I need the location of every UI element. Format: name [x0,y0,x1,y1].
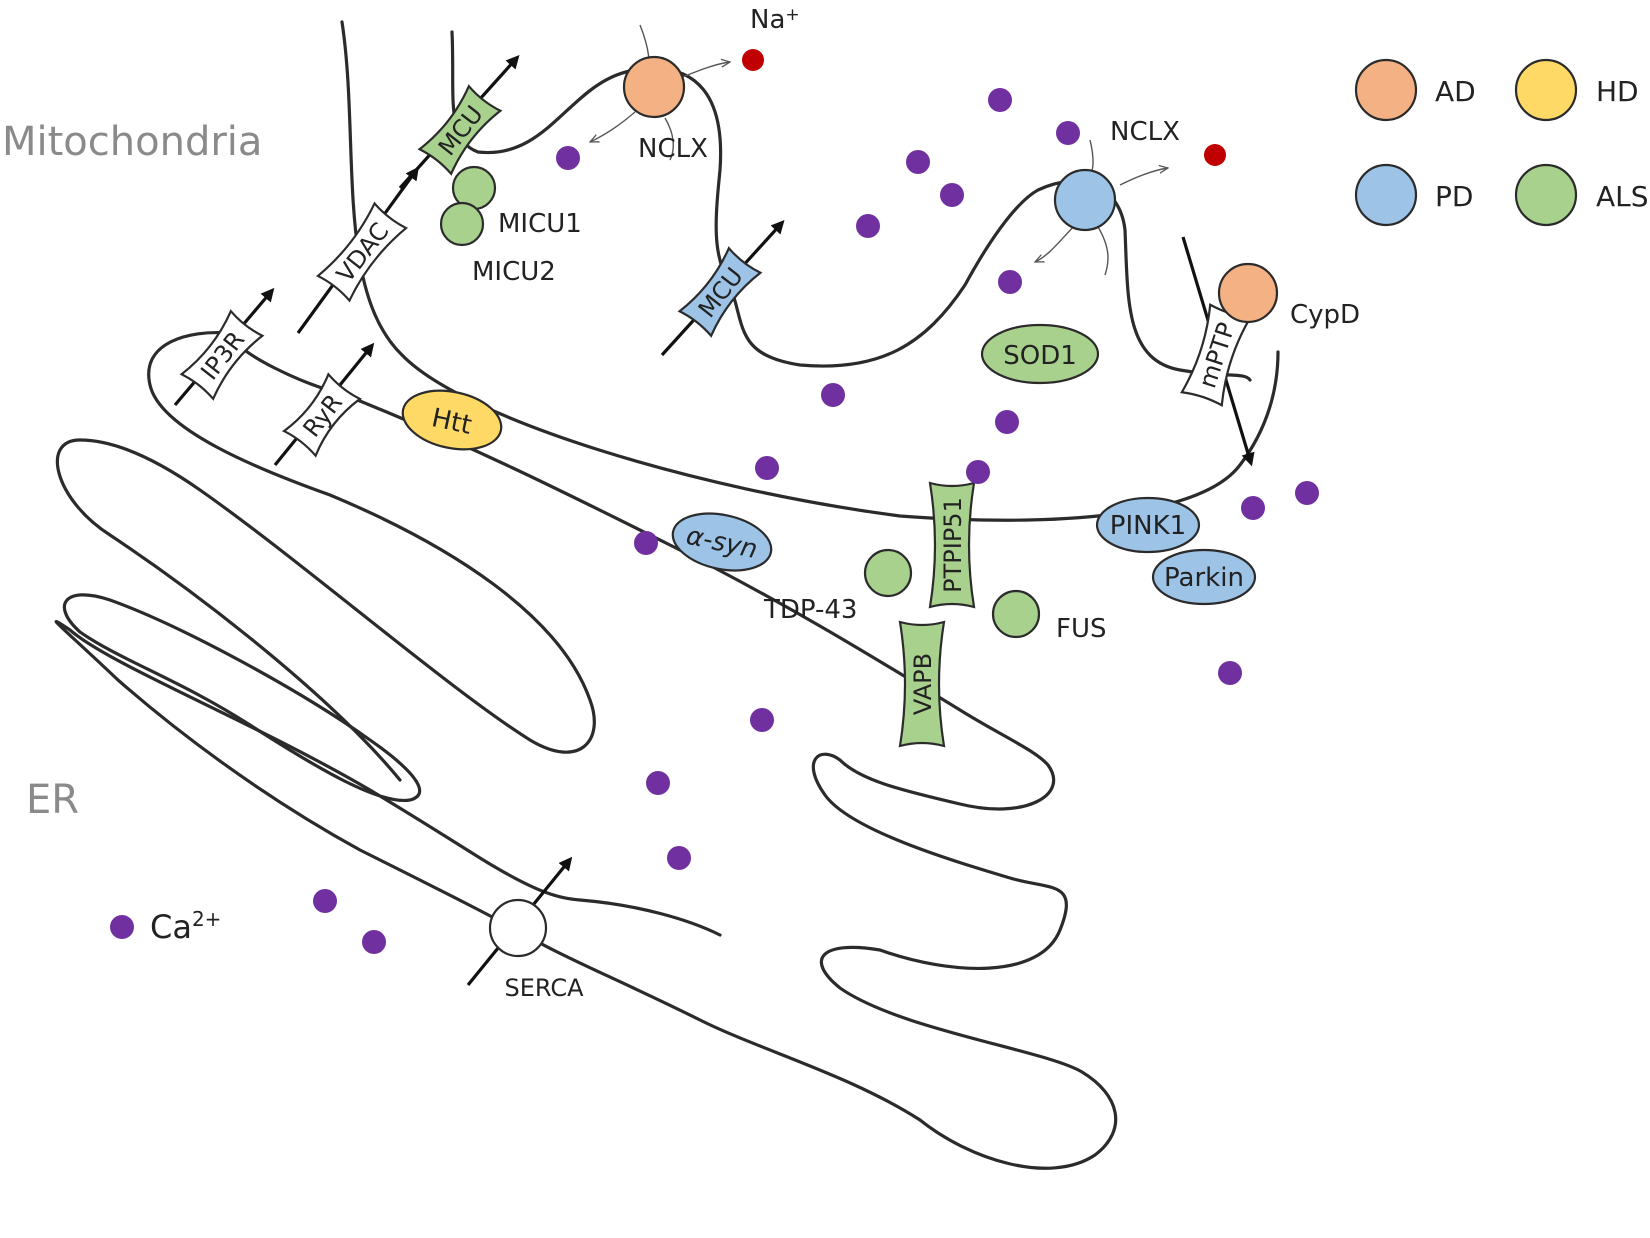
calcium-ion [1241,496,1265,520]
calcium-ions [313,88,1319,954]
pink1-label: PINK1 [1110,511,1186,541]
nclx-upper-ad [622,55,686,119]
serca-label: SERCA [504,974,584,1002]
calcium-ion [856,214,880,238]
legend-ad-label: AD [1435,75,1476,108]
legend-pd-label: PD [1435,180,1473,213]
ip3r-channel: IP3R [179,309,265,401]
calcium-ion [995,410,1019,434]
calcium-ion [1056,121,1080,145]
legend-hd-label: HD [1596,75,1639,108]
nclx-upper-ca-out-arrow [590,111,636,142]
serca-pump [488,898,548,958]
pink1-pd [1095,496,1201,554]
calcium-ion [634,531,658,555]
calcium-ion [988,88,1012,112]
calcium-ion [821,383,845,407]
nclx-upper-ca-in-arrow [664,117,674,161]
er-tubule [62,593,422,803]
calcium-ion [313,889,337,913]
calcium-legend-swatch [110,915,134,939]
fus-als [991,589,1041,639]
legend-als-label: ALS [1596,180,1649,213]
sod1-als [980,323,1100,385]
nclx-right-ca-in-arrow [1094,221,1109,276]
calcium-ion [966,460,990,484]
sod1-label: SOD1 [1003,341,1077,371]
legend-als-swatch [1514,163,1578,227]
nclx-right-pd [1053,168,1117,232]
calcium-ion [667,846,691,870]
nclx-upper-na-out-arrow [679,62,730,79]
tdp43-label: TDP-43 [763,595,857,625]
mcu-upper-channel: MCU [417,84,503,176]
calcium-ion [906,150,930,174]
calcium-ion [1218,661,1242,685]
disease-legend: AD HD PD ALS [1354,58,1649,227]
mitochondria-inner-membrane [450,30,1252,382]
micu1-label: MICU1 [498,209,582,239]
er-membrane [54,331,1118,1170]
mcu-lower-channel: MCU [677,246,763,338]
calcium-ion [362,930,386,954]
sodium-ion [1204,144,1226,166]
cypd-ad [1217,262,1279,324]
micu2-label: MICU2 [472,257,556,287]
micu2-circle [439,201,485,247]
calcium-ion [556,146,580,170]
sodium-ions [742,49,1226,166]
nclx-right-na-out-arrow [1119,168,1168,186]
calcium-ion [646,771,670,795]
sodium-ion [742,49,764,71]
calcium-ion [750,708,774,732]
legend-hd-swatch [1514,58,1578,122]
tdp43-als [863,548,913,598]
cypd-label: CypD [1290,300,1360,330]
fus-label: FUS [1056,614,1107,644]
parkin-label: Parkin [1164,563,1244,593]
parkin-pd [1151,548,1257,606]
nclx-upper-label: NCLX [638,134,708,164]
er-inner-lumen [55,330,596,782]
sodium-label: Na+ [750,5,800,35]
calcium-ion [1295,481,1319,505]
calcium-ion [998,270,1022,294]
calcium-ion [940,183,964,207]
vapb-als: VAPB [898,620,946,748]
calcium-legend-label: Ca2+ [150,907,221,946]
er-region-label: ER [26,777,79,823]
ptpip51-label: PTPIP51 [939,497,967,593]
legend-ad-swatch [1354,58,1418,122]
vapb-label: VAPB [909,653,937,715]
nclx-right-label: NCLX [1110,117,1180,147]
ptpip51-als: PTPIP51 [928,481,976,609]
mitochondria-region-label: Mitochondria [2,119,262,165]
calcium-ion [755,456,779,480]
legend-pd-swatch [1354,163,1418,227]
alpha-syn-pd: α-syn [671,512,773,572]
htt-hd: Htt [401,389,503,451]
ryr-channel: RyR [281,372,363,458]
